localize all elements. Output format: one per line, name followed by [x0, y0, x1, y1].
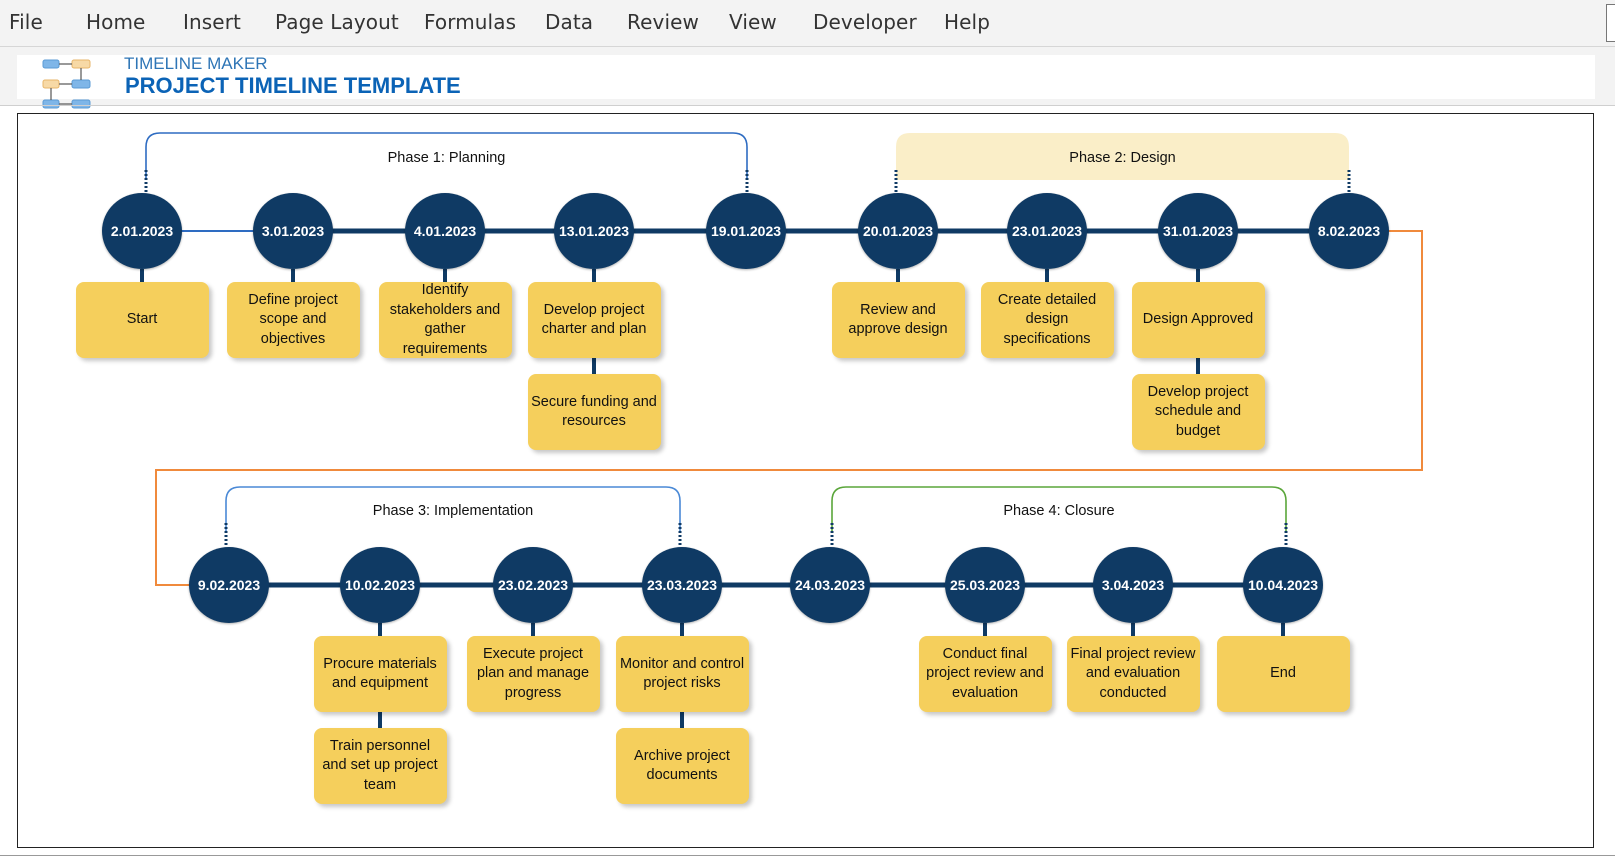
phase1-label: Phase 1: Planning: [387, 149, 506, 166]
ribbon-toggle-button[interactable]: [1606, 4, 1615, 42]
menu-home[interactable]: Home: [86, 10, 146, 34]
phase3-label: Phase 3: Implementation: [372, 503, 534, 519]
task-box[interactable]: Define project scope and objectives: [226, 282, 360, 358]
task-box[interactable]: Archive project documents: [615, 728, 749, 804]
task-box[interactable]: Design Approved: [1131, 282, 1265, 358]
task-box[interactable]: Develop project charter and plan: [527, 282, 661, 358]
phase4-bracket: [831, 486, 1287, 533]
milestone-date-node[interactable]: 9.02.2023: [189, 547, 269, 623]
menu-insert[interactable]: Insert: [183, 10, 241, 34]
menu-page-layout[interactable]: Page Layout: [275, 10, 399, 34]
milestone-date-node[interactable]: 23.03.2023: [642, 547, 722, 623]
milestone-date-node[interactable]: 10.02.2023: [340, 547, 420, 623]
task-box[interactable]: Procure materials and equipment: [313, 636, 447, 712]
task-box[interactable]: Execute project plan and manage progress: [466, 636, 600, 712]
menu-view[interactable]: View: [729, 10, 777, 34]
phase3-bracket: [225, 486, 681, 533]
task-box[interactable]: Review and approve design: [831, 282, 965, 358]
milestone-date-node[interactable]: 23.02.2023: [493, 547, 573, 623]
task-box[interactable]: Develop project schedule and budget: [1131, 374, 1265, 450]
task-box[interactable]: Conduct final project review and evaluat…: [918, 636, 1052, 712]
menu-formulas[interactable]: Formulas: [424, 10, 517, 34]
menu-file[interactable]: File: [9, 10, 43, 34]
milestone-date-node[interactable]: 31.01.2023: [1158, 193, 1238, 269]
menu-bar: File Home Insert Page Layout Formulas Da…: [0, 0, 1615, 47]
phase2-label: Phase 2: Design: [1069, 149, 1176, 166]
task-box[interactable]: Identify stakeholders and gather require…: [378, 282, 512, 358]
task-box[interactable]: Train personnel and set up project team: [313, 728, 447, 804]
task-box[interactable]: End: [1216, 636, 1350, 712]
app-name: TIMELINE MAKER: [124, 54, 268, 73]
bottom-divider: [0, 855, 1615, 856]
milestone-date-node[interactable]: 19.01.2023: [706, 193, 786, 269]
milestone-date-node[interactable]: 8.02.2023: [1309, 193, 1389, 269]
task-box[interactable]: Secure funding and resources: [527, 374, 661, 450]
milestone-date-node[interactable]: 3.04.2023: [1093, 547, 1173, 623]
row-wrap-connector: [155, 230, 1423, 586]
page-title: PROJECT TIMELINE TEMPLATE: [125, 73, 461, 98]
task-box[interactable]: Monitor and control project risks: [615, 636, 749, 712]
menu-data[interactable]: Data: [545, 10, 594, 34]
menu-help[interactable]: Help: [944, 10, 990, 34]
milestone-date-node[interactable]: 2.01.2023: [102, 193, 182, 269]
phase1-bracket: [145, 132, 748, 180]
phase2-bracket: [896, 133, 1349, 180]
task-box[interactable]: Create detailed design specifications: [980, 282, 1114, 358]
milestone-date-node[interactable]: 23.01.2023: [1007, 193, 1087, 269]
milestone-date-node[interactable]: 4.01.2023: [405, 193, 485, 269]
timeline-maker-logo-icon: [42, 59, 91, 109]
menu-review[interactable]: Review: [627, 10, 699, 34]
task-box[interactable]: Final project review and evaluation cond…: [1066, 636, 1200, 712]
task-box[interactable]: Start: [75, 282, 209, 358]
milestone-date-node[interactable]: 10.04.2023: [1243, 547, 1323, 623]
header-divider: [0, 105, 1615, 106]
milestone-date-node[interactable]: 13.01.2023: [554, 193, 634, 269]
phase4-label: Phase 4: Closure: [1003, 503, 1115, 519]
milestone-date-node[interactable]: 24.03.2023: [790, 547, 870, 623]
milestone-date-node[interactable]: 3.01.2023: [253, 193, 333, 269]
milestone-date-node[interactable]: 25.03.2023: [945, 547, 1025, 623]
menu-developer[interactable]: Developer: [813, 10, 917, 34]
header-panel: [17, 55, 1595, 99]
milestone-date-node[interactable]: 20.01.2023: [858, 193, 938, 269]
